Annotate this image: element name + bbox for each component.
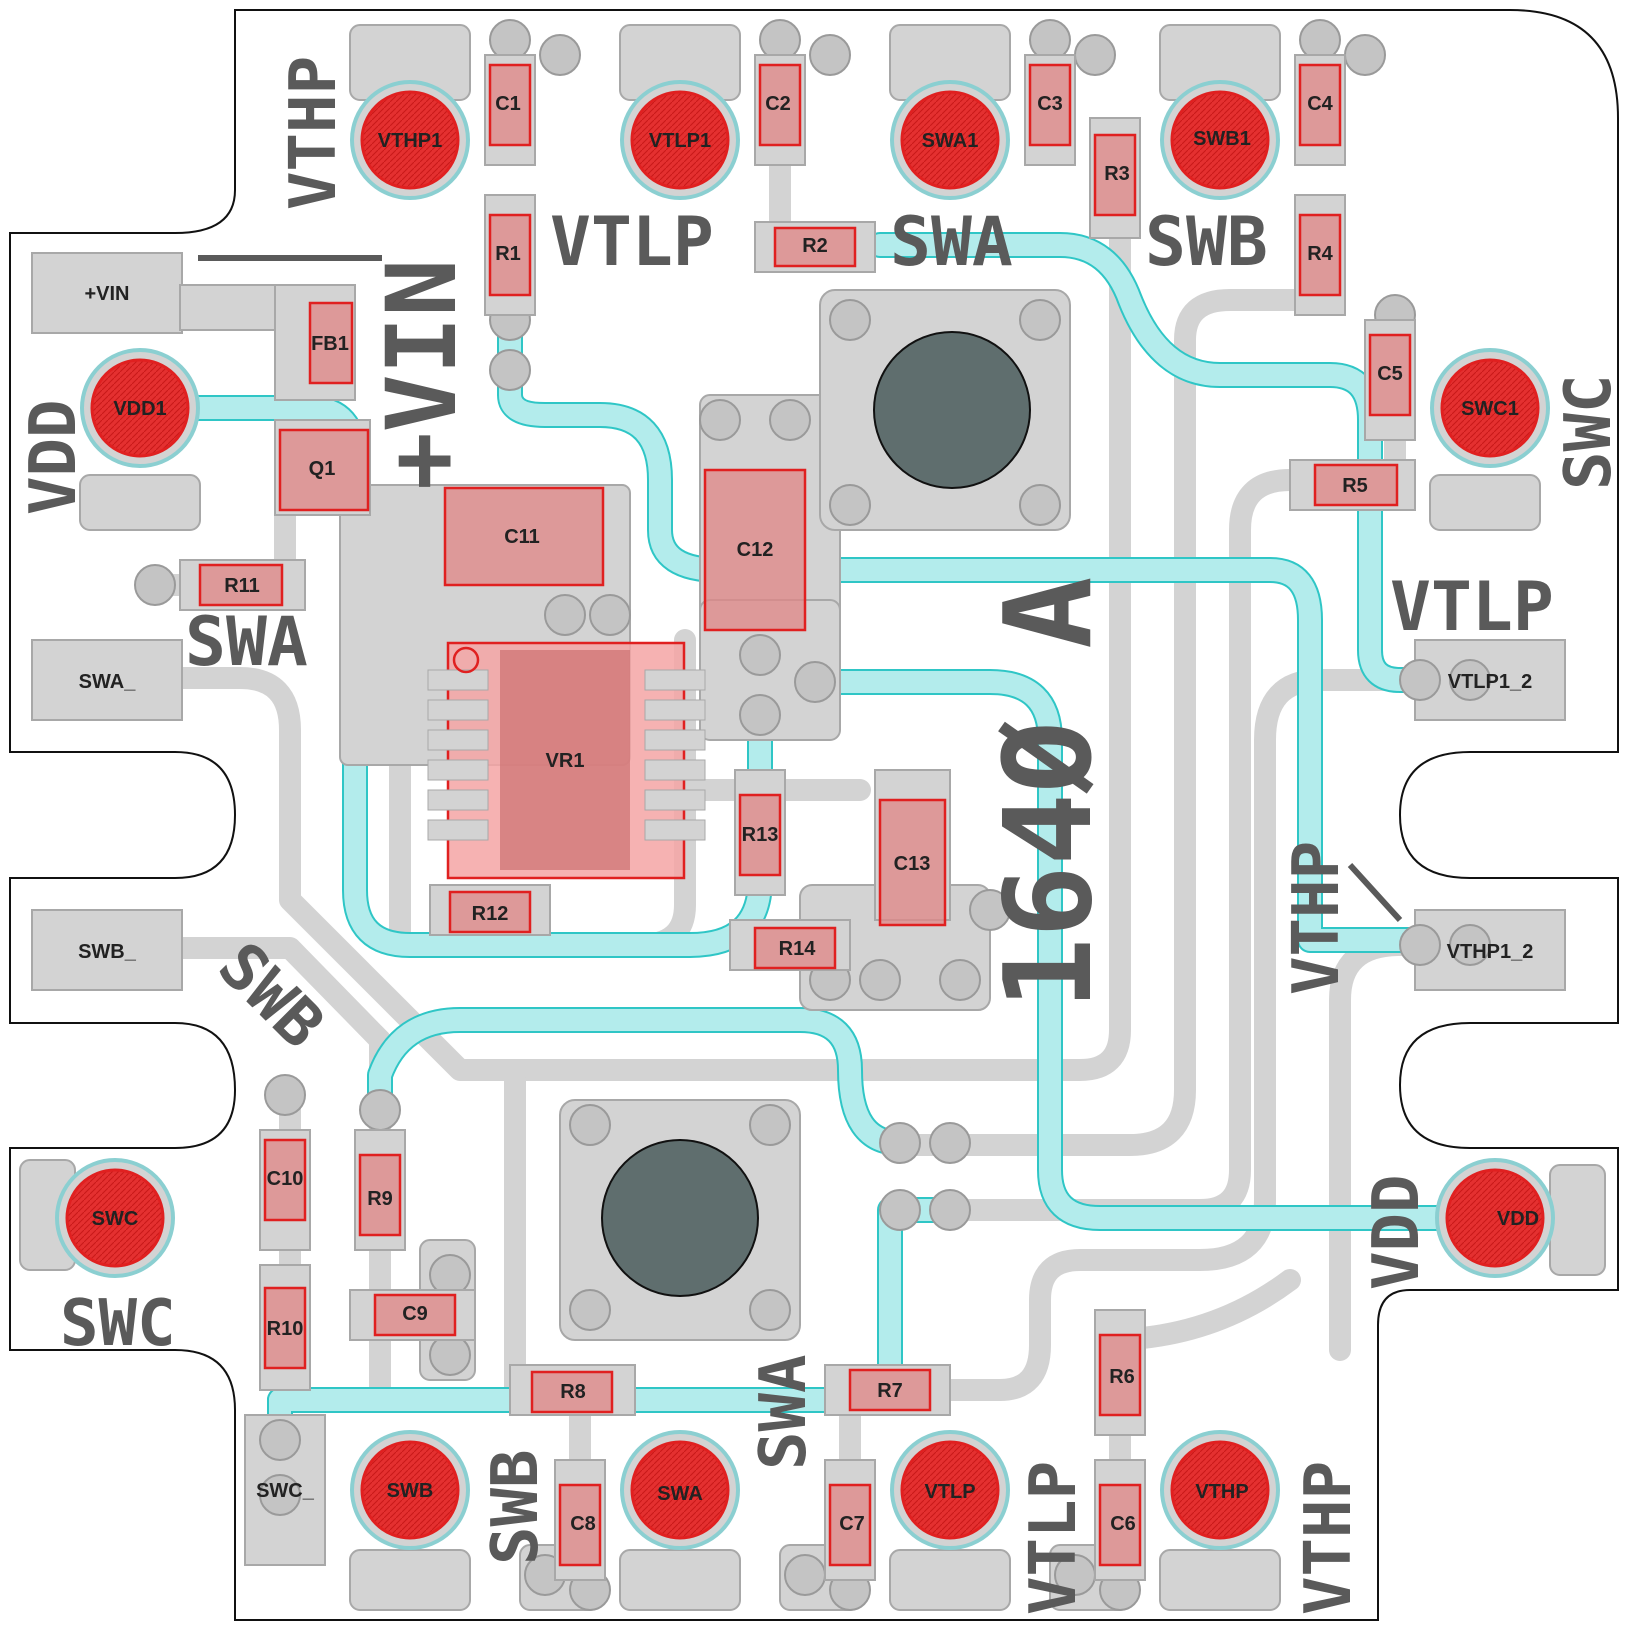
- tp-swc: SWC: [92, 1208, 139, 1230]
- tp-vthp1: VTHP1: [378, 130, 442, 152]
- ref-c6: C6: [1110, 1513, 1136, 1535]
- silk-part-number: 164Ø A: [980, 577, 1119, 1010]
- pad-vthp1-2: VTHP1_2: [1447, 941, 1534, 963]
- ref-r8: R8: [560, 1381, 586, 1403]
- silk-vdd-right: VDD: [1360, 1174, 1434, 1290]
- ref-c3: C3: [1037, 93, 1063, 115]
- ref-c2: C2: [765, 93, 791, 115]
- silk-vin: +VIN: [366, 259, 478, 490]
- ref-r4: R4: [1307, 243, 1333, 265]
- ref-r5: R5: [1342, 475, 1368, 497]
- ref-r12: R12: [472, 903, 509, 925]
- silk-line-vthp: [1347, 862, 1403, 923]
- ref-c5: C5: [1377, 363, 1403, 385]
- tp-vdd: VDD: [1497, 1208, 1539, 1230]
- ref-q1: Q1: [309, 458, 336, 480]
- silk-vthp-top: VTHP: [277, 56, 351, 210]
- silk-swa-left: SWA: [185, 603, 308, 682]
- tp-swb: SWB: [387, 1480, 434, 1502]
- refdes-labels: C1 C2 C3 C4 R1 R2 R3 R4 C5 R5 FB1 Q1 R11…: [224, 93, 1403, 1535]
- ref-c10: C10: [267, 1168, 304, 1190]
- silk-swc-right: SWC: [1552, 374, 1626, 490]
- silk-swb-bottom: SWB: [479, 1449, 553, 1565]
- tp-vtlp1: VTLP1: [649, 130, 711, 152]
- ref-r11: R11: [224, 575, 260, 597]
- silk-vtlp-right: VTLP: [1390, 568, 1554, 647]
- ref-c4: C4: [1307, 93, 1333, 115]
- silkscreen-labels: VTHP VTLP SWA SWB +VIN VDD SWC VTLP SWA …: [17, 56, 1626, 1615]
- tp-swb1: SWB1: [1193, 128, 1251, 150]
- ref-c7: C7: [839, 1513, 865, 1535]
- ref-c13: C13: [894, 853, 931, 875]
- pad-vtlp1-2: VTLP1_2: [1448, 671, 1532, 693]
- ref-fb1: FB1: [311, 333, 349, 355]
- silk-vdd-left: VDD: [17, 399, 91, 515]
- silk-vthp-right: VTHP: [1280, 841, 1354, 995]
- ref-r1: R1: [495, 243, 521, 265]
- testpoints: [55, 80, 1555, 1550]
- ref-vr1: VR1: [546, 750, 585, 772]
- ref-r9: R9: [367, 1188, 393, 1210]
- ref-r2: R2: [802, 235, 828, 257]
- silk-vthp-bottom: VTHP: [1292, 1461, 1366, 1615]
- silk-vtlp-top: VTLP: [550, 203, 714, 282]
- pad-labels: +VIN SWA_ SWB_ VTLP1_2 VTHP1_2 SWC_: [78, 283, 1533, 1502]
- tp-swa: SWA: [657, 1483, 703, 1505]
- silk-swc-left: SWC: [60, 1287, 176, 1361]
- ref-c12: C12: [737, 539, 774, 561]
- silk-swb-top: SWB: [1145, 203, 1268, 282]
- silk-vtlp-bottom: VTLP: [1017, 1461, 1091, 1615]
- ref-r3: R3: [1104, 163, 1130, 185]
- tp-vthp: VTHP: [1195, 1481, 1248, 1503]
- tp-vtlp: VTLP: [924, 1481, 975, 1503]
- tp-vdd1: VDD1: [113, 398, 166, 420]
- tp-swc1: SWC1: [1461, 398, 1519, 420]
- pad-swc-underscore: SWC_: [256, 1480, 315, 1502]
- vr1-package: [427, 641, 706, 880]
- silk-swa-top: SWA: [890, 203, 1013, 282]
- testpoint-labels: VTHP1 VTLP1 SWA1 SWB1 VDD1 SWC1 SWC VDD …: [92, 128, 1539, 1505]
- ref-r10: R10: [267, 1318, 304, 1340]
- standoff-hole-bottom: [601, 1139, 759, 1297]
- ref-r7: R7: [877, 1380, 903, 1402]
- ref-c11: C11: [504, 526, 540, 548]
- copper-traces: [139, 137, 1431, 1481]
- ref-c1: C1: [495, 93, 521, 115]
- ref-r14: R14: [779, 938, 817, 960]
- component-bodies: [198, 63, 1412, 1567]
- ref-r6: R6: [1109, 1366, 1135, 1388]
- pad-vin: +VIN: [84, 283, 129, 305]
- silk-swa-bottom: SWA: [747, 1354, 821, 1470]
- ref-r13: R13: [742, 824, 779, 846]
- ref-c8: C8: [570, 1513, 596, 1535]
- vias: [134, 19, 1491, 1611]
- pad-swb-underscore: SWB_: [78, 941, 137, 963]
- ref-c9: C9: [402, 1303, 428, 1325]
- tp-swa1: SWA1: [922, 130, 979, 152]
- pad-swa-underscore: SWA_: [79, 671, 137, 693]
- standoff-hole-top: [873, 331, 1031, 489]
